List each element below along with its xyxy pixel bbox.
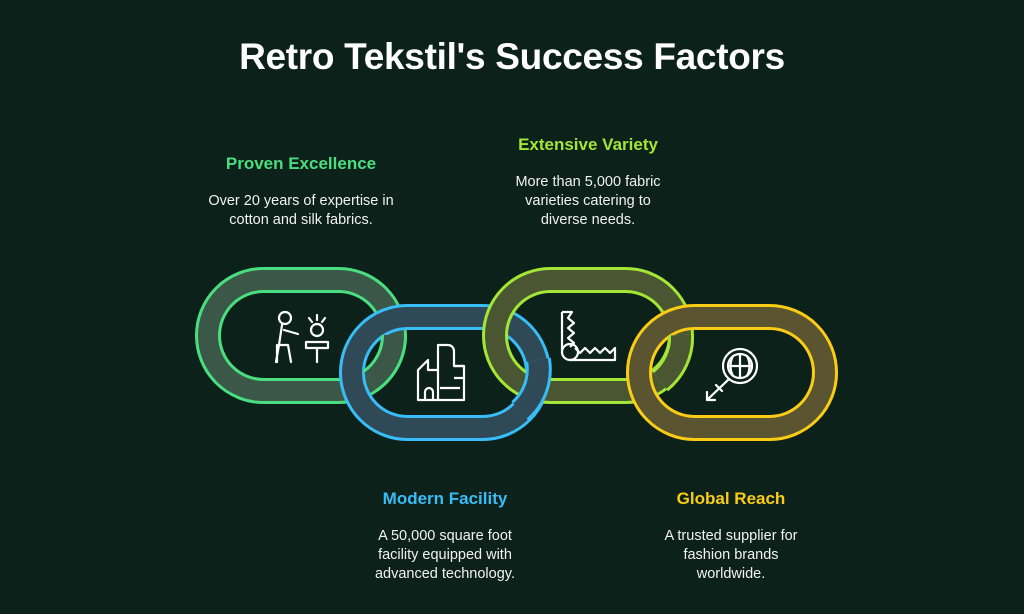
factor-text: Over 20 years of expertise in cotton and… [208, 193, 394, 228]
factor-global-reach: Global Reach A trusted supplier for fash… [611, 489, 851, 584]
globe-arrow-icon [705, 347, 759, 402]
factor-text: A 50,000 square foot facility equipped w… [374, 528, 515, 582]
fabric-roll-icon [560, 310, 617, 362]
factor-heading: Extensive Variety [518, 135, 658, 154]
factor-heading: Modern Facility [382, 489, 508, 508]
page-title: Retro Tekstil's Success Factors [239, 36, 785, 77]
chain-link-yellow [626, 304, 838, 441]
factor-heading: Proven Excellence [225, 154, 377, 173]
factor-text: A trusted supplier for fashion brands wo… [664, 528, 798, 582]
factor-extensive-variety: Extensive Variety More than 5,000 fabric… [468, 135, 708, 230]
factory-icon [416, 343, 466, 402]
factor-modern-facility: Modern Facility A 50,000 square foot fac… [325, 489, 565, 584]
factor-proven-excellence: Proven Excellence Over 20 years of exper… [181, 154, 421, 230]
factor-text: More than 5,000 fabric varieties caterin… [515, 174, 661, 228]
factor-heading: Global Reach [676, 489, 786, 508]
teacher-student-icon [274, 310, 330, 364]
